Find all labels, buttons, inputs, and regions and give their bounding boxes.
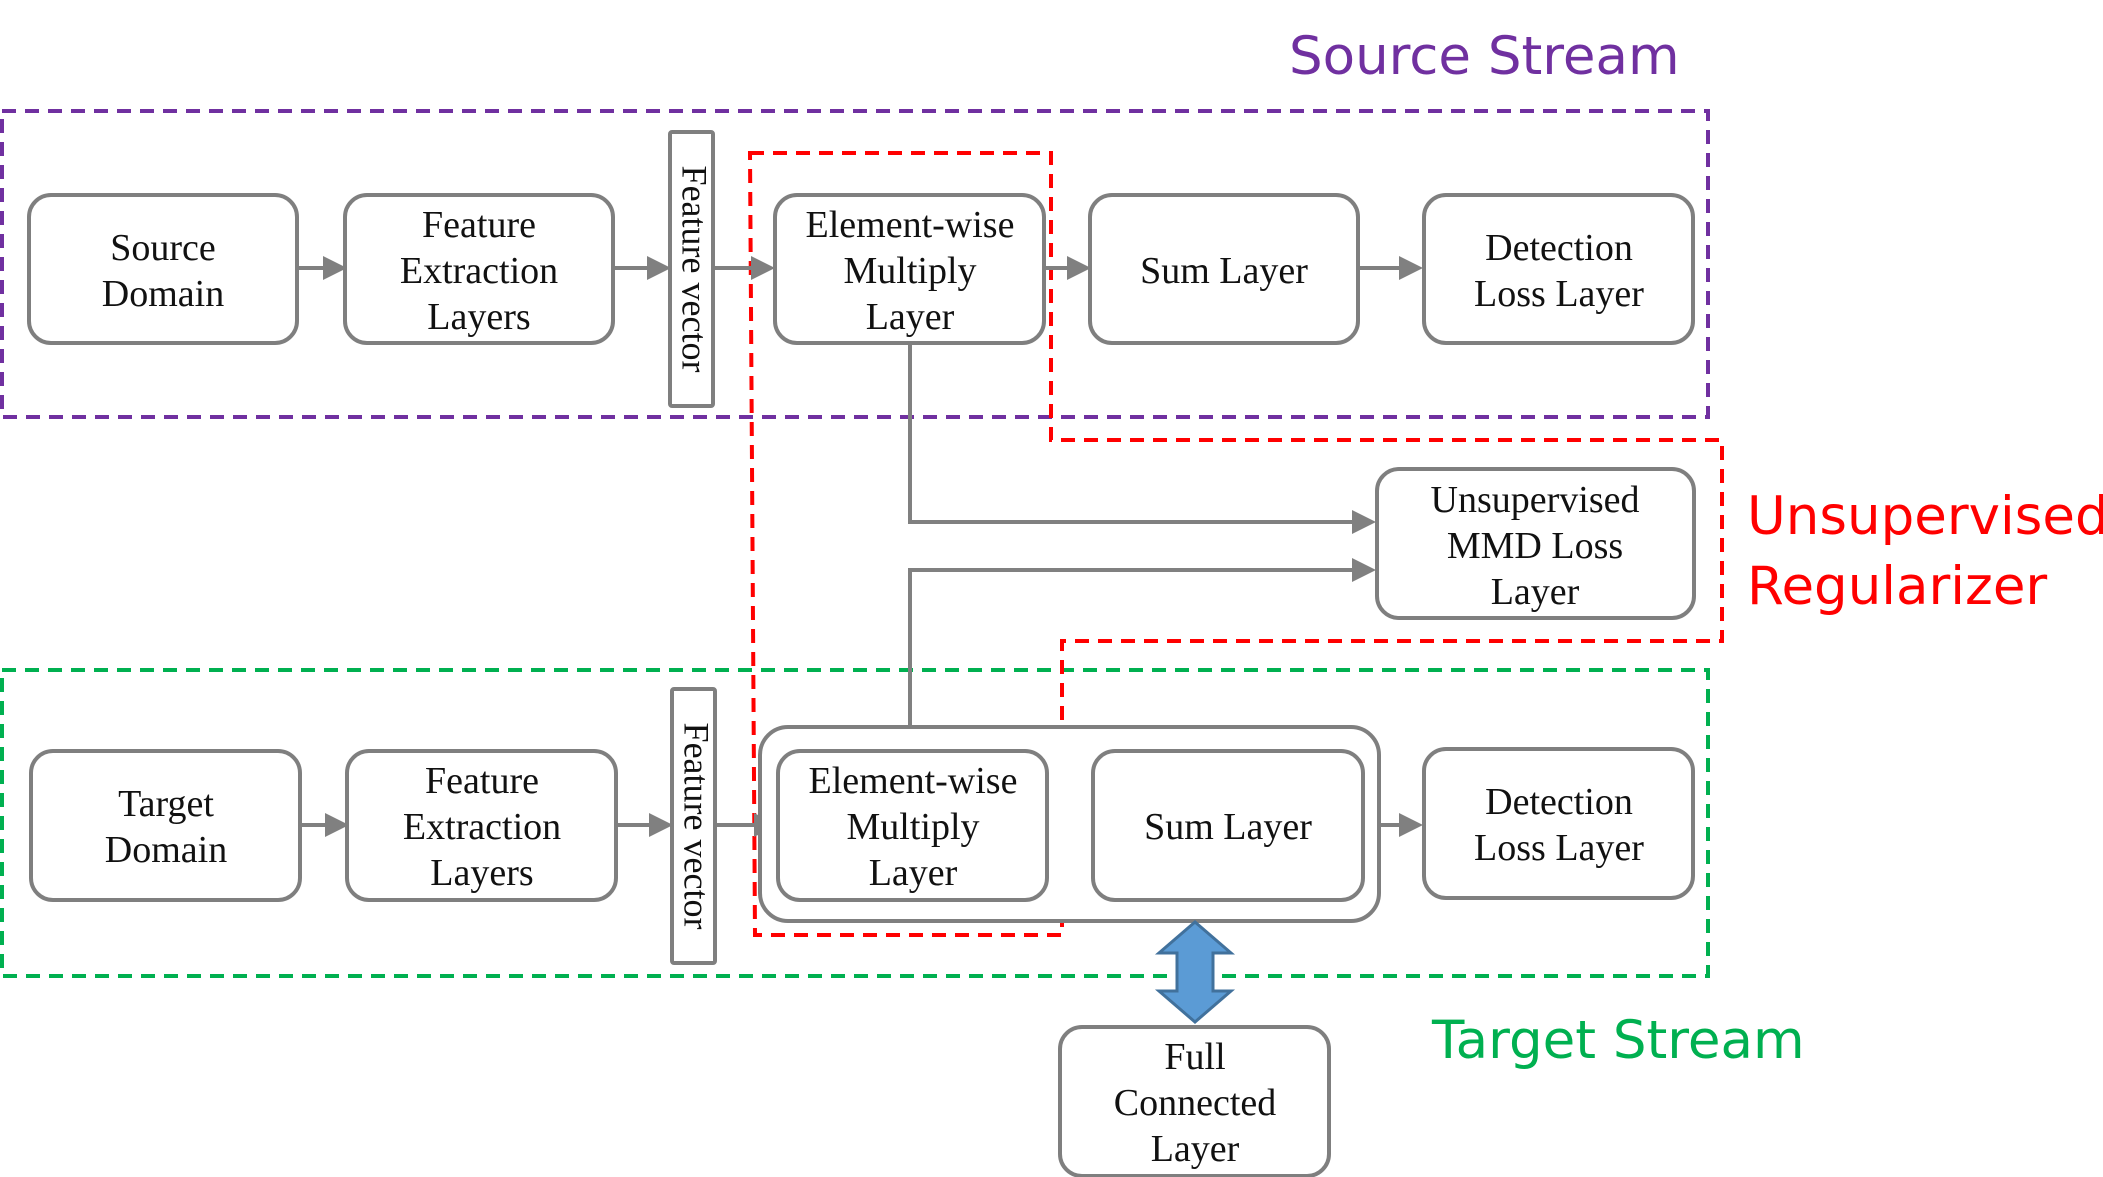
mmd-loss-node: Unsupervised MMD Loss Layer	[1375, 467, 1696, 620]
target-multiply-line1: Element-wise	[809, 760, 1018, 802]
source-feature-vector-label: Feature vector	[675, 166, 715, 373]
source-detection-line2: Loss Layer	[1474, 273, 1644, 315]
target-detection-line1: Detection	[1485, 781, 1633, 823]
target-feature-vector-label: Feature vector	[677, 723, 717, 930]
source-feature-node: Feature Extraction Layers	[343, 193, 615, 345]
edge-target-multiply-to-mmd	[908, 558, 1376, 750]
regularizer-title-line1: Unsupervised	[1747, 486, 2103, 547]
target-feature-line2: Extraction	[403, 806, 561, 848]
source-detection-line1: Detection	[1485, 227, 1633, 269]
source-detection-node: Detection Loss Layer	[1422, 193, 1695, 345]
source-feature-line2: Extraction	[400, 250, 558, 292]
mmd-line3: Layer	[1491, 571, 1580, 613]
regularizer-outline	[747, 151, 1724, 937]
target-domain-node: Target Domain	[29, 749, 302, 902]
source-multiply-line1: Element-wise	[806, 204, 1015, 246]
target-sum-node: Sum Layer	[1091, 749, 1365, 902]
target-stream-outline	[0, 668, 1710, 978]
full-connected-line2: Connected	[1114, 1082, 1277, 1124]
source-sum-label: Sum Layer	[1140, 250, 1308, 292]
target-domain-line2: Domain	[105, 829, 227, 871]
target-multiply-node: Element-wise Multiply Layer	[776, 749, 1049, 902]
target-stream-title: Target Stream	[1431, 1010, 1805, 1071]
source-stream-outline	[0, 109, 1710, 419]
source-feature-line3: Layers	[427, 296, 530, 338]
source-domain-line1: Source	[110, 227, 216, 269]
target-feature-line1: Feature	[425, 760, 539, 802]
mmd-line1: Unsupervised	[1431, 479, 1640, 521]
target-feature-vector: Feature vector	[670, 687, 717, 965]
full-connected-node: Full Connected Layer	[1058, 1025, 1331, 1177]
source-sum-node: Sum Layer	[1088, 193, 1360, 345]
source-stream-title: Source Stream	[1289, 26, 1680, 87]
full-connected-line1: Full	[1164, 1036, 1225, 1078]
target-detection-line2: Loss Layer	[1474, 827, 1644, 869]
target-multiply-line2: Multiply	[846, 806, 979, 848]
target-feature-node: Feature Extraction Layers	[345, 749, 618, 902]
source-domain-node: Source Domain	[27, 193, 299, 345]
target-feature-line3: Layers	[430, 852, 533, 894]
target-detection-node: Detection Loss Layer	[1422, 747, 1695, 900]
full-connected-line3: Layer	[1151, 1128, 1240, 1170]
source-domain-line2: Domain	[102, 273, 224, 315]
edge-source-multiply-to-mmd	[908, 343, 1376, 534]
source-feature-vector: Feature vector	[668, 130, 715, 408]
source-multiply-line2: Multiply	[843, 250, 976, 292]
target-sum-label: Sum Layer	[1144, 806, 1312, 848]
mmd-line2: MMD Loss	[1447, 525, 1623, 567]
target-multiply-line3: Layer	[869, 852, 958, 894]
target-domain-line1: Target	[118, 783, 214, 825]
source-multiply-line3: Layer	[866, 296, 955, 338]
source-multiply-node: Element-wise Multiply Layer	[773, 193, 1046, 345]
source-feature-line1: Feature	[422, 204, 536, 246]
regularizer-title-line2: Regularizer	[1747, 556, 2047, 617]
double-arrow-icon	[1154, 920, 1236, 1024]
